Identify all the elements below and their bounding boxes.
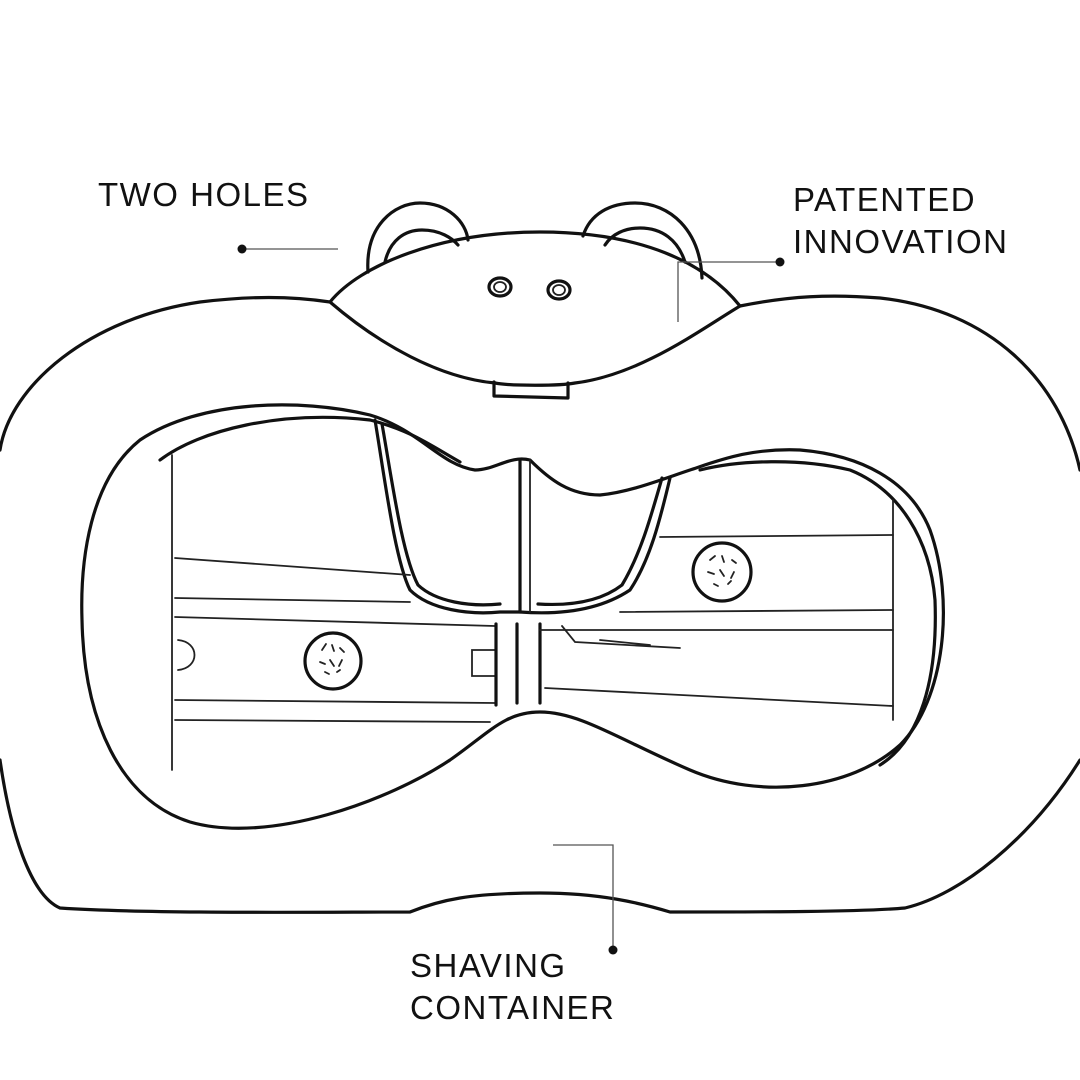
hole-left xyxy=(487,276,513,298)
left-ear-inner xyxy=(383,228,460,264)
label-patented: PATENTED xyxy=(793,181,977,218)
shaving-dot xyxy=(608,945,618,955)
label-two-holes: TWO HOLES xyxy=(98,176,310,213)
outer-body xyxy=(0,294,1080,914)
label-shaving: SHAVING xyxy=(410,947,567,984)
patented-leader xyxy=(677,261,780,322)
drain-left xyxy=(303,631,363,691)
right-ear-inner xyxy=(603,226,687,264)
shaving-leader xyxy=(553,844,614,950)
label-container: CONTAINER xyxy=(410,989,616,1026)
drain-right xyxy=(691,541,753,603)
two-holes-dot xyxy=(237,244,247,254)
inner-cup xyxy=(373,418,672,615)
head-dome xyxy=(328,230,742,308)
label-innovation: INNOVATION xyxy=(793,223,1009,260)
hole-right xyxy=(546,279,572,301)
front-tab xyxy=(492,380,570,400)
right-ear xyxy=(581,201,704,280)
patented-dot xyxy=(775,257,785,267)
inner-window xyxy=(80,403,945,830)
left-ear xyxy=(366,201,470,274)
